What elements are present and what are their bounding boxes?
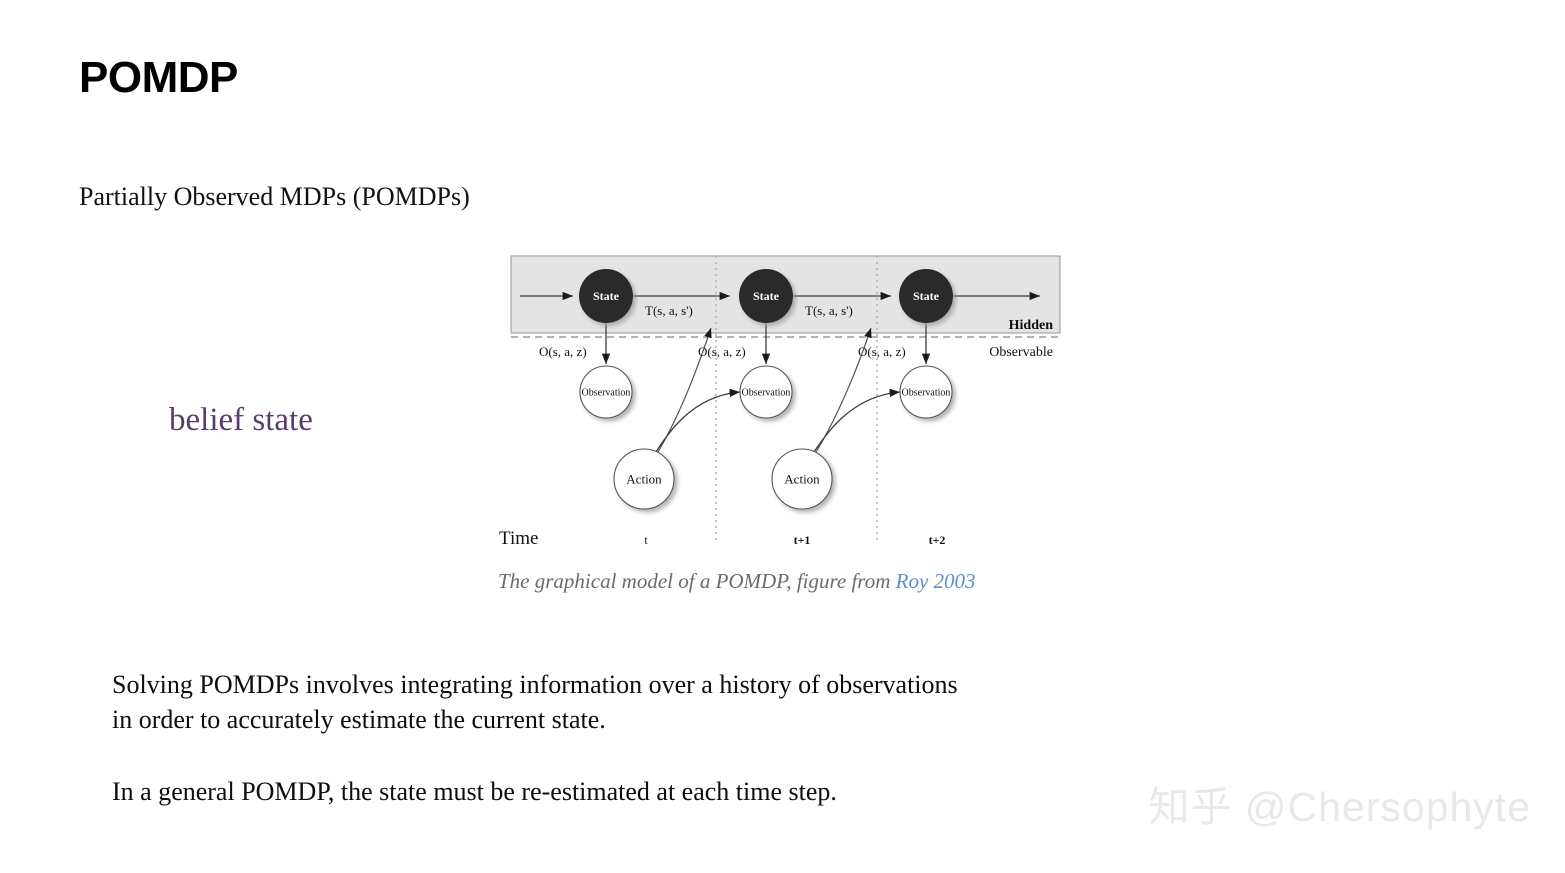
action-node-label: Action <box>784 472 820 487</box>
body-paragraph-2: In a general POMDP, the state must be re… <box>112 777 837 806</box>
observation-node-label: Observation <box>902 388 951 399</box>
action-node-2: Action <box>771 448 833 510</box>
transition-label-2: T(s, a, s') <box>805 303 853 318</box>
observation-node-label: Observation <box>582 388 631 399</box>
observation-node-2: Observation <box>739 365 793 419</box>
figure-source-link[interactable]: Roy 2003 <box>895 569 976 593</box>
observation-label-3: O(s, a, z) <box>858 344 906 359</box>
state-node-label: State <box>913 289 940 303</box>
observation-label-2: O(s, a, z) <box>698 344 746 359</box>
slide-subtitle: Partially Observed MDPs (POMDPs) <box>79 182 470 211</box>
time-tick-t1: t+1 <box>794 533 811 547</box>
body-paragraph-1: Solving POMDPs involves integrating info… <box>112 670 958 734</box>
state-node-1: State <box>579 269 633 323</box>
time-tick-t: t <box>644 533 648 547</box>
action-node-label: Action <box>626 472 662 487</box>
zhihu-watermark: 知乎 @Chersophyte <box>1148 784 1531 830</box>
pomdp-graphical-model-figure: Observation Observation Observation Acti… <box>497 250 1067 550</box>
state-node-3: State <box>899 269 953 323</box>
state-node-label: State <box>593 289 620 303</box>
action-node-1: Action <box>613 448 675 510</box>
state-node-label: State <box>753 289 780 303</box>
observable-region-label: Observable <box>989 345 1053 360</box>
time-axis-label: Time <box>499 528 538 549</box>
transition-label-1: T(s, a, s') <box>645 303 693 318</box>
observation-node-label: Observation <box>742 388 791 399</box>
state-node-2: State <box>739 269 793 323</box>
page-title: POMDP <box>79 53 238 102</box>
figure-caption: The graphical model of a POMDP, figure f… <box>498 569 976 594</box>
figure-caption-text: The graphical model of a POMDP, figure f… <box>498 569 896 593</box>
observation-label-1: O(s, a, z) <box>539 344 587 359</box>
belief-state-annotation: belief state <box>169 402 313 438</box>
time-tick-t2: t+2 <box>929 533 946 547</box>
observation-node-3: Observation <box>899 365 953 419</box>
observation-node-1: Observation <box>579 365 633 419</box>
hidden-region-label: Hidden <box>1009 318 1054 333</box>
